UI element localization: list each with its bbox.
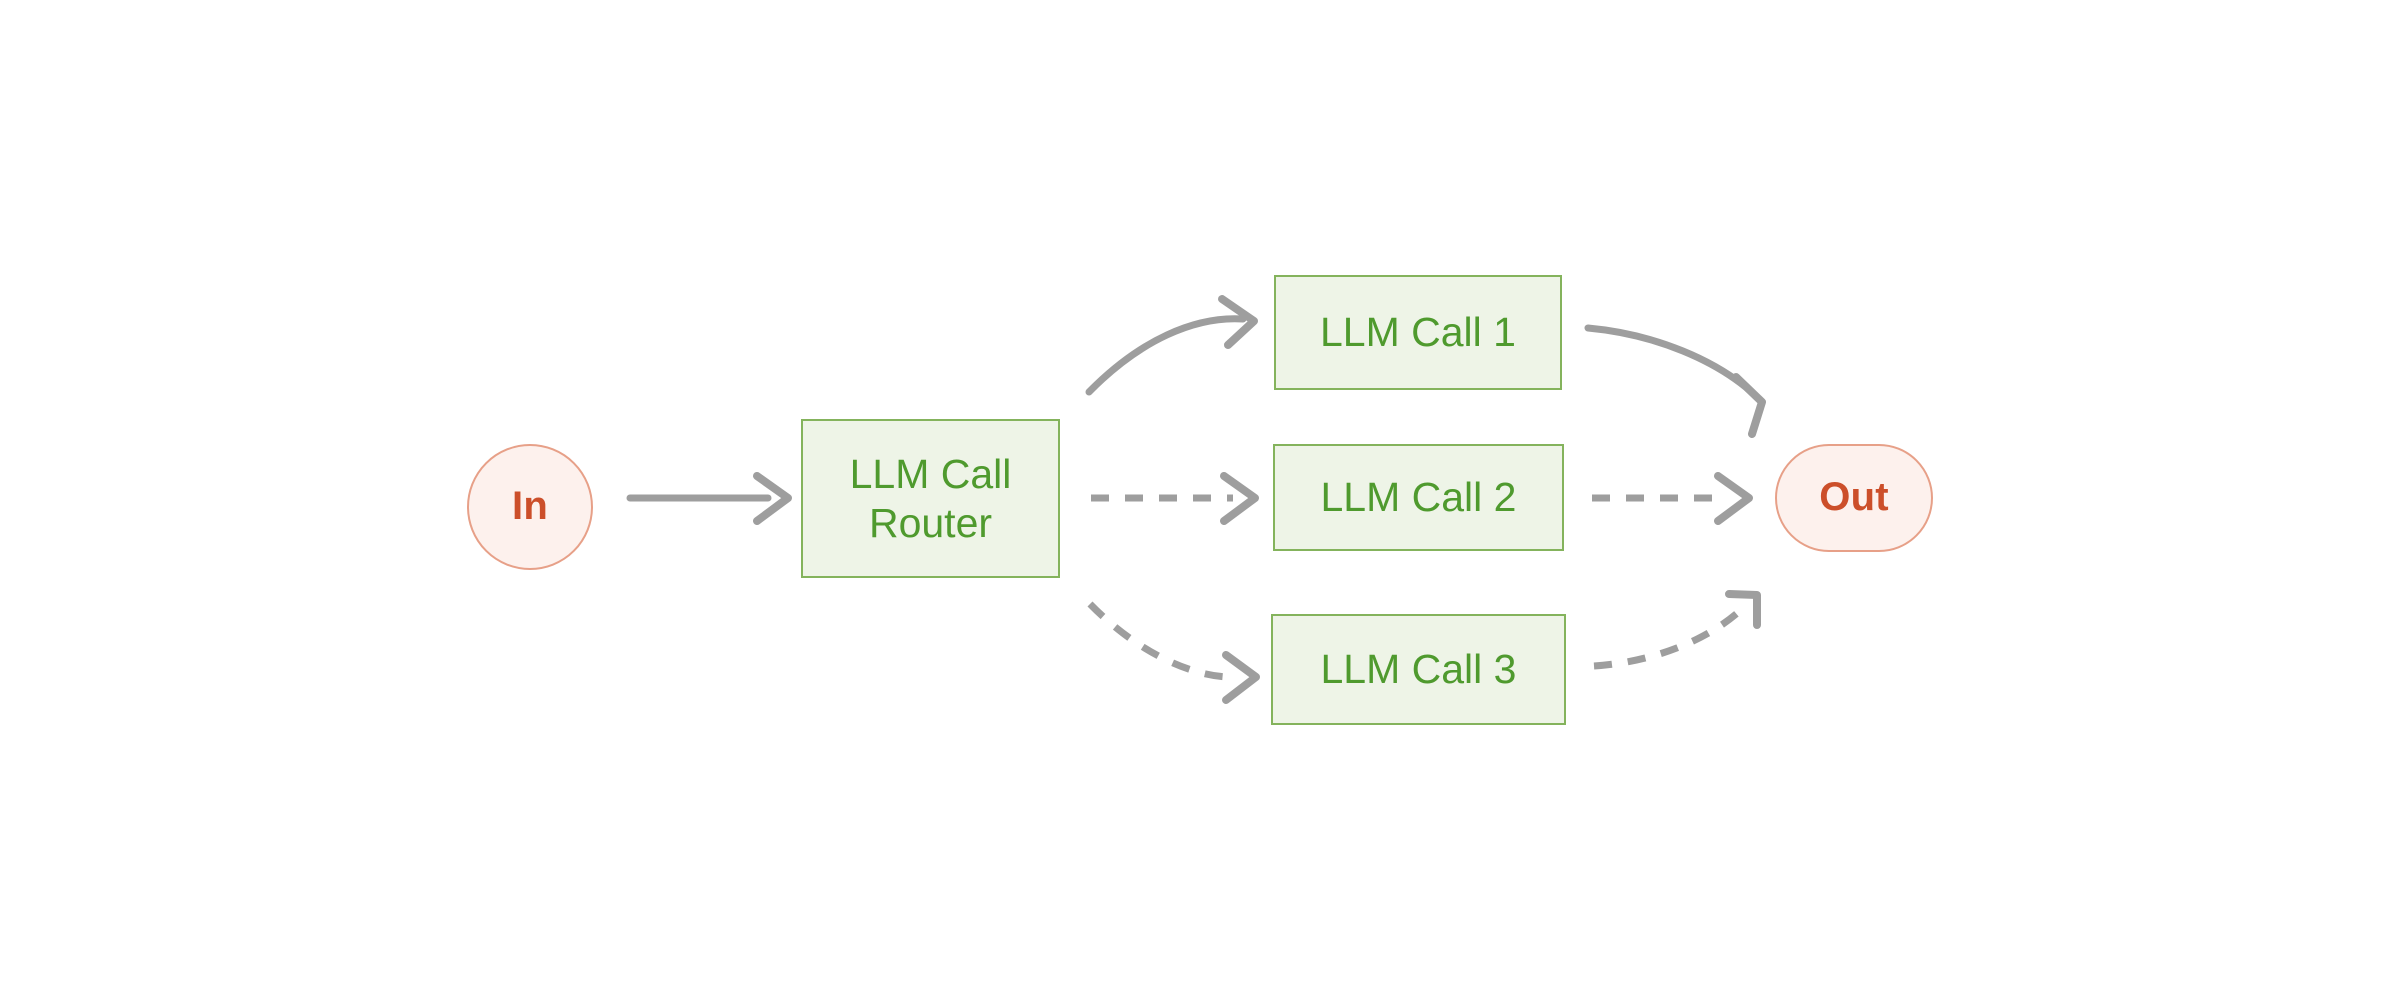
edge-call-2-to-out bbox=[1592, 472, 1753, 525]
edge-router-to-call-3 bbox=[1087, 601, 1260, 704]
edge-router-to-call-2 bbox=[1091, 472, 1259, 525]
node-out[interactable]: Out bbox=[1775, 444, 1933, 552]
node-llm-call-2-label: LLM Call 2 bbox=[1320, 474, 1517, 521]
node-llm-call-1[interactable]: LLM Call 1 bbox=[1274, 275, 1562, 390]
node-in-label: In bbox=[512, 484, 548, 529]
node-llm-call-3[interactable]: LLM Call 3 bbox=[1271, 614, 1566, 725]
node-out-label: Out bbox=[1819, 475, 1889, 520]
node-llm-call-router-label: LLM Call Router bbox=[849, 451, 1012, 546]
edge-in-to-router bbox=[626, 472, 792, 525]
node-llm-call-2[interactable]: LLM Call 2 bbox=[1273, 444, 1564, 551]
node-in[interactable]: In bbox=[467, 444, 593, 570]
node-llm-call-1-label: LLM Call 1 bbox=[1320, 309, 1516, 356]
node-llm-call-router[interactable]: LLM Call Router bbox=[801, 419, 1060, 578]
node-llm-call-3-label: LLM Call 3 bbox=[1320, 646, 1517, 693]
edge-call-3-to-out bbox=[1593, 590, 1761, 670]
edge-router-to-call-1 bbox=[1085, 295, 1258, 396]
edge-call-1-to-out bbox=[1584, 324, 1766, 438]
